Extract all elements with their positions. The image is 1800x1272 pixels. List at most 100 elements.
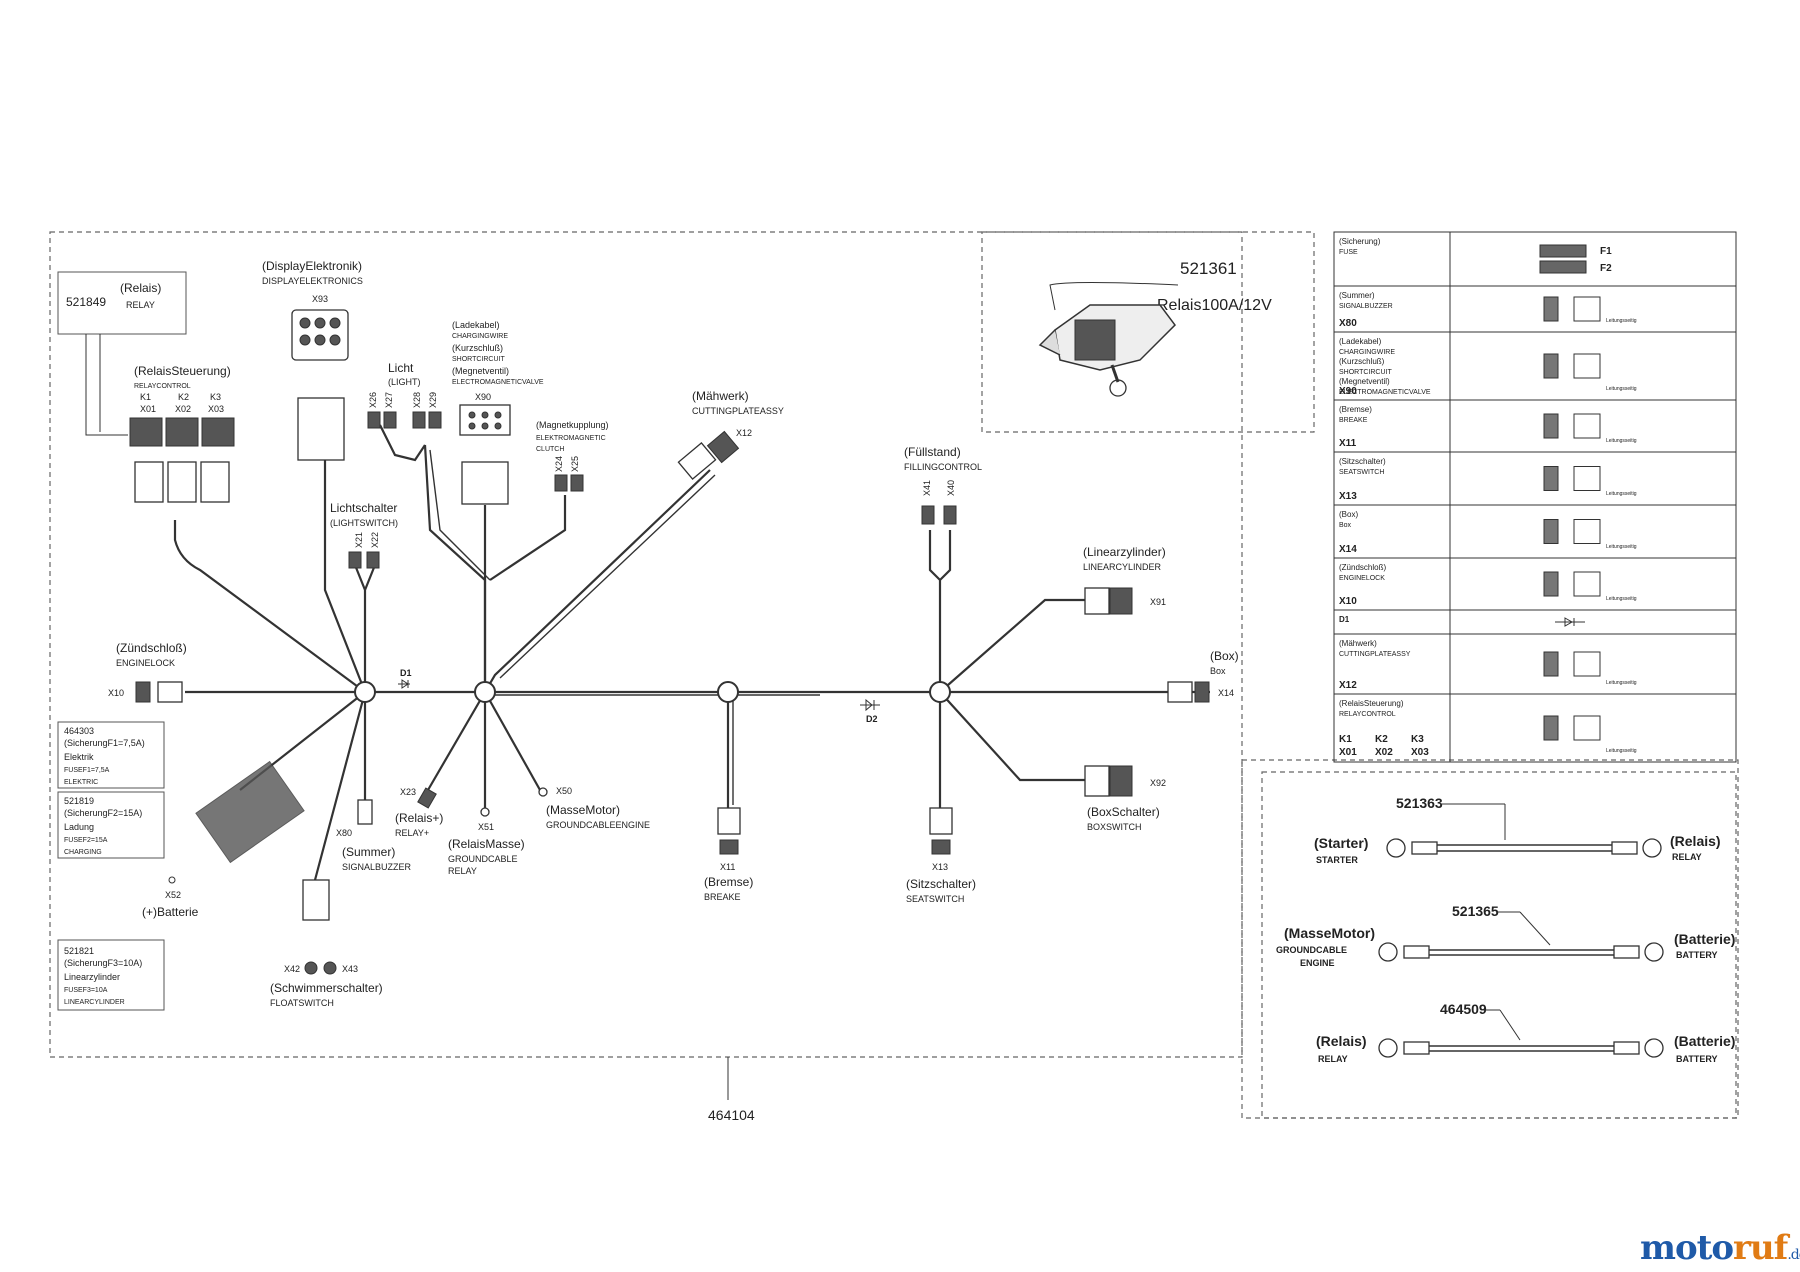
wires bbox=[173, 424, 1210, 881]
svg-text:X41: X41 bbox=[922, 480, 932, 496]
mass-motor: X50 (MasseMotor) GROUNDCABLEENGINE bbox=[538, 786, 650, 830]
svg-text:Relais100A/12V: Relais100A/12V bbox=[1157, 297, 1272, 314]
legend-relay-k: K2 bbox=[1375, 734, 1388, 745]
legend-text: CUTTINGPLATEASSY bbox=[1339, 651, 1411, 658]
legend-connector-body bbox=[1573, 715, 1601, 741]
legend-text: (Bremse) bbox=[1339, 405, 1372, 414]
svg-text:(Sitzschalter): (Sitzschalter) bbox=[906, 877, 976, 891]
svg-text:SIGNALBUZZER: SIGNALBUZZER bbox=[342, 862, 412, 872]
legend-text: BREAKE bbox=[1339, 417, 1368, 424]
svg-text:ELEKTROMAGNETIC: ELEKTROMAGNETIC bbox=[536, 435, 606, 442]
filling-control: (Füllstand) FILLINGCONTROL X41 X40 bbox=[904, 445, 982, 525]
junction-4 bbox=[929, 681, 951, 703]
svg-text:(Linearzylinder): (Linearzylinder) bbox=[1083, 545, 1166, 559]
svg-text:(Starter): (Starter) bbox=[1314, 835, 1368, 851]
legend-fuse-label: F2 bbox=[1600, 263, 1612, 274]
svg-text:RELAY+: RELAY+ bbox=[395, 828, 429, 838]
svg-text:(Schwimmerschalter): (Schwimmerschalter) bbox=[270, 981, 383, 995]
svg-text:BATTERY: BATTERY bbox=[1676, 1054, 1718, 1064]
legend-connector-body bbox=[1573, 651, 1601, 677]
legend-connector-pins bbox=[1543, 413, 1559, 439]
svg-text:X02: X02 bbox=[175, 404, 191, 414]
svg-text:DISPLAYELEKTRONICS: DISPLAYELEKTRONICS bbox=[262, 276, 363, 286]
legend-text: SHORTCIRCUIT bbox=[1339, 369, 1392, 376]
legend-pin-label: Leitungsseitig bbox=[1606, 318, 1637, 324]
svg-text:SEATSWITCH: SEATSWITCH bbox=[906, 894, 964, 904]
legend-connector-body bbox=[1573, 296, 1601, 322]
svg-text:Box: Box bbox=[1210, 666, 1226, 676]
legend-connector-pins bbox=[1543, 571, 1559, 597]
legend-connector-body bbox=[1573, 466, 1601, 491]
svg-text:X43: X43 bbox=[342, 964, 358, 974]
legend-connector-pins bbox=[1543, 651, 1559, 677]
svg-text:X10: X10 bbox=[108, 688, 124, 698]
svg-text:RELAYCONTROL: RELAYCONTROL bbox=[134, 383, 191, 390]
legend-pin-label: Leitungsseitig bbox=[1606, 386, 1637, 392]
relay-plus: X23 (Relais+) RELAY+ bbox=[395, 787, 443, 838]
main-relay: 521361 Relais100A/12V bbox=[1038, 259, 1272, 397]
svg-text:K2: K2 bbox=[178, 392, 189, 402]
svg-text:(Box): (Box) bbox=[1210, 649, 1239, 663]
summer: X80 (Summer) SIGNALBUZZER bbox=[336, 799, 412, 872]
legend-connector-id: X13 bbox=[1339, 491, 1357, 502]
relay-control: (RelaisSteuerung) RELAYCONTROL K1 K2 K3 … bbox=[129, 364, 235, 503]
svg-text:X40: X40 bbox=[946, 480, 956, 496]
svg-text:(Batterie): (Batterie) bbox=[1674, 1033, 1735, 1049]
svg-text:K3: K3 bbox=[210, 392, 221, 402]
svg-text:X13: X13 bbox=[932, 862, 948, 872]
motoruf-logo: motoruf.de bbox=[1640, 1228, 1800, 1268]
svg-text:X14: X14 bbox=[1218, 688, 1234, 698]
svg-text:D1: D1 bbox=[400, 668, 412, 678]
fuse-block bbox=[195, 760, 305, 864]
legend-relay-x: X03 bbox=[1411, 747, 1429, 758]
legend-fuse-f1 bbox=[1539, 244, 1587, 258]
svg-text:(Kurzschluß): (Kurzschluß) bbox=[452, 343, 503, 353]
svg-text:RELAY: RELAY bbox=[1318, 1054, 1348, 1064]
svg-text:(Batterie): (Batterie) bbox=[1674, 931, 1735, 947]
svg-text:(Zündschloß): (Zündschloß) bbox=[116, 641, 187, 655]
svg-text:(Mähwerk): (Mähwerk) bbox=[692, 389, 749, 403]
svg-text:Lichtschalter: Lichtschalter bbox=[330, 501, 397, 515]
main-relay-frame bbox=[981, 231, 1315, 433]
svg-text:ENGINELOCK: ENGINELOCK bbox=[116, 658, 175, 668]
legend-connector-id: X12 bbox=[1339, 680, 1357, 691]
svg-text:(SicherungF1=7,5A): (SicherungF1=7,5A) bbox=[64, 738, 145, 748]
svg-text:X24: X24 bbox=[554, 456, 564, 472]
harness-part-number: 464104 bbox=[708, 1107, 755, 1123]
svg-text:X11: X11 bbox=[720, 862, 735, 872]
svg-text:(Summer): (Summer) bbox=[342, 845, 395, 859]
svg-text:(Ladekabel): (Ladekabel) bbox=[452, 320, 500, 330]
svg-text:FUSEF2=15A: FUSEF2=15A bbox=[64, 837, 108, 844]
svg-text:521365: 521365 bbox=[1452, 903, 1499, 919]
legend-connector-body bbox=[1573, 571, 1601, 597]
legend-text: (RelaisSteuerung) bbox=[1339, 699, 1404, 708]
svg-text:521849: 521849 bbox=[66, 295, 106, 309]
svg-text:FLOATSWITCH: FLOATSWITCH bbox=[270, 998, 334, 1008]
display-electronics: (DisplayElektronik) DISPLAYELEKTRONICS X… bbox=[262, 259, 363, 461]
svg-text:X12: X12 bbox=[736, 428, 752, 438]
svg-text:BREAKE: BREAKE bbox=[704, 892, 741, 902]
legend-table bbox=[1333, 231, 1737, 763]
legend-pin-label: Leitungsseitig bbox=[1606, 680, 1637, 686]
svg-text:CHARGING: CHARGING bbox=[64, 849, 102, 856]
relay-box bbox=[57, 271, 187, 335]
svg-text:X01: X01 bbox=[140, 404, 156, 414]
legend-text: (Sitzschalter) bbox=[1339, 457, 1386, 466]
svg-text:BOXSWITCH: BOXSWITCH bbox=[1087, 822, 1142, 832]
fuse-f2-box: 521819 (SicherungF2=15A) Ladung FUSEF2=1… bbox=[57, 791, 165, 859]
svg-text:FILLINGCONTROL: FILLINGCONTROL bbox=[904, 462, 982, 472]
battery: X52 (+)Batterie bbox=[142, 876, 199, 919]
legend-text: D1 bbox=[1339, 615, 1350, 624]
svg-text:(LIGHT): (LIGHT) bbox=[388, 377, 421, 387]
svg-text:(RelaisSteuerung): (RelaisSteuerung) bbox=[134, 364, 231, 378]
cables-inner-frame bbox=[1261, 771, 1737, 1119]
svg-text:(BoxSchalter): (BoxSchalter) bbox=[1087, 805, 1160, 819]
svg-text:(RelaisMasse): (RelaisMasse) bbox=[448, 837, 525, 851]
svg-text:X27: X27 bbox=[384, 392, 394, 408]
legend-connector-body bbox=[1573, 519, 1601, 544]
legend-pin-label: Leitungsseitig bbox=[1606, 491, 1637, 497]
legend-pin-label: Leitungsseitig bbox=[1606, 596, 1637, 602]
float-switch: X42 X43 (Schwimmerschalter) FLOATSWITCH bbox=[270, 879, 383, 1008]
